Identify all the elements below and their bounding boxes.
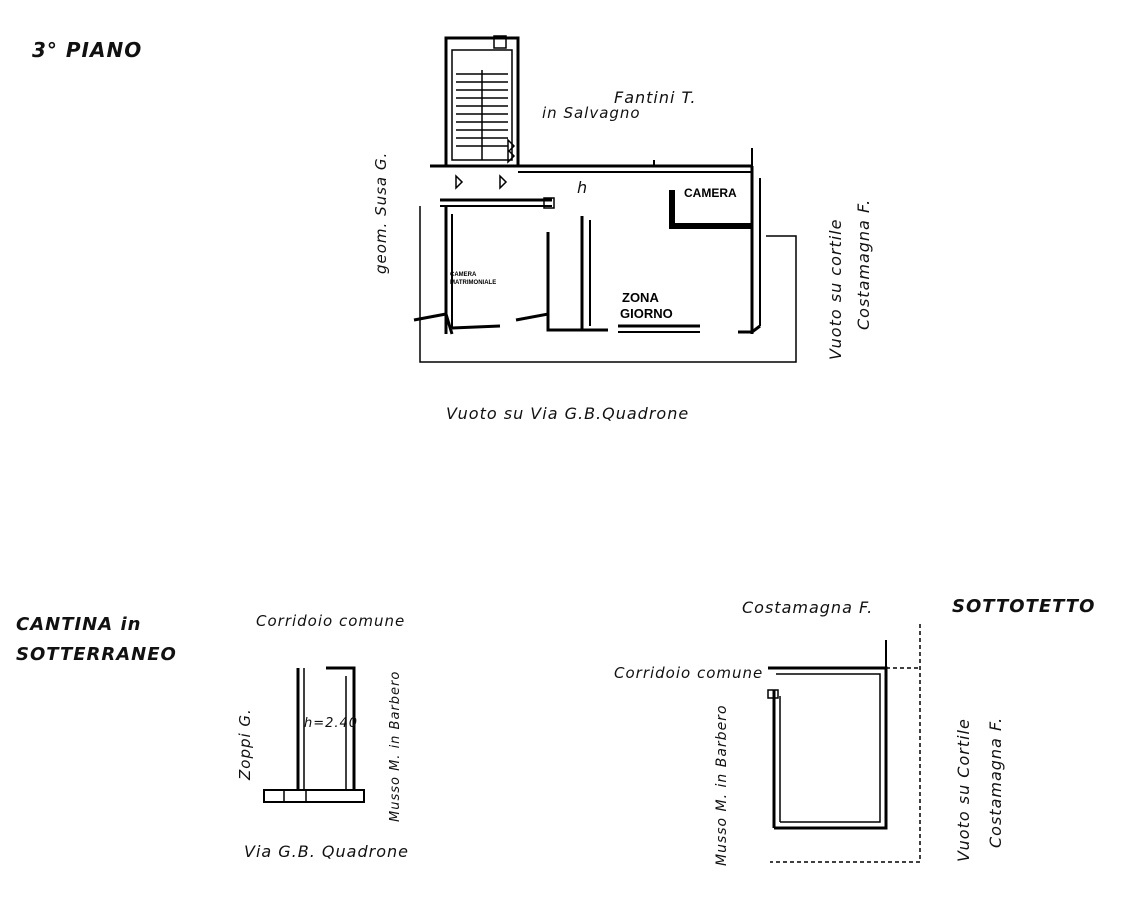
neighbor-right-cortile: Vuoto su cortile <box>826 218 845 360</box>
neighbor-right-costamagna: Costamagna F. <box>854 198 873 330</box>
sottotetto-title: SOTTOTETTO <box>952 596 1096 617</box>
neighbor-fantini: Fantini T. <box>614 88 697 107</box>
sottotetto-neighbor-costamagna: Costamagna F. <box>742 598 874 617</box>
stair-treads <box>456 70 508 160</box>
sottotetto-corridor: Corridoio comune <box>614 664 764 682</box>
cantina-neighbor-musso: Musso M. in Barbero <box>388 670 403 822</box>
cantina-plan <box>263 666 365 803</box>
neighbor-susa: geom. Susa G. <box>372 151 390 274</box>
room-matrimoniale-line2: MATRIMONIALE <box>450 280 497 286</box>
sottotetto-plan <box>767 624 921 863</box>
floor3-street: Vuoto su Via G.B.Quadrone <box>446 404 690 423</box>
cantina-neighbor-zoppi: Zoppi G. <box>236 708 254 780</box>
room-zona-line1: ZONA <box>622 290 659 305</box>
sottotetto-neighbor-musso: Musso M. in Barbero <box>714 704 730 866</box>
room-zona-line2: GIORNO <box>620 306 673 321</box>
cantina-height: h=2.40 <box>304 716 359 731</box>
cantina-title-line1: CANTINA in <box>16 614 142 635</box>
floor3-title: 3° PIANO <box>32 38 143 62</box>
cantina-street: Via G.B. Quadrone <box>244 842 409 861</box>
cantina-title-line2: SOTTERRANEO <box>16 644 177 665</box>
height-mark: h <box>577 178 589 197</box>
cantina-corridor: Corridoio comune <box>256 612 406 630</box>
neighbor-salvagno: in Salvagno <box>542 104 641 122</box>
room-camera: CAMERA <box>684 186 737 200</box>
camera-wall <box>669 190 752 229</box>
sottotetto-neighbor-costamagna-right: Costamagna F. <box>986 716 1005 848</box>
floor3-plan <box>413 35 797 363</box>
room-matrimoniale-line1: CAMERA <box>450 272 477 278</box>
sottotetto-neighbor-cortile: Vuoto su Cortile <box>954 718 973 862</box>
